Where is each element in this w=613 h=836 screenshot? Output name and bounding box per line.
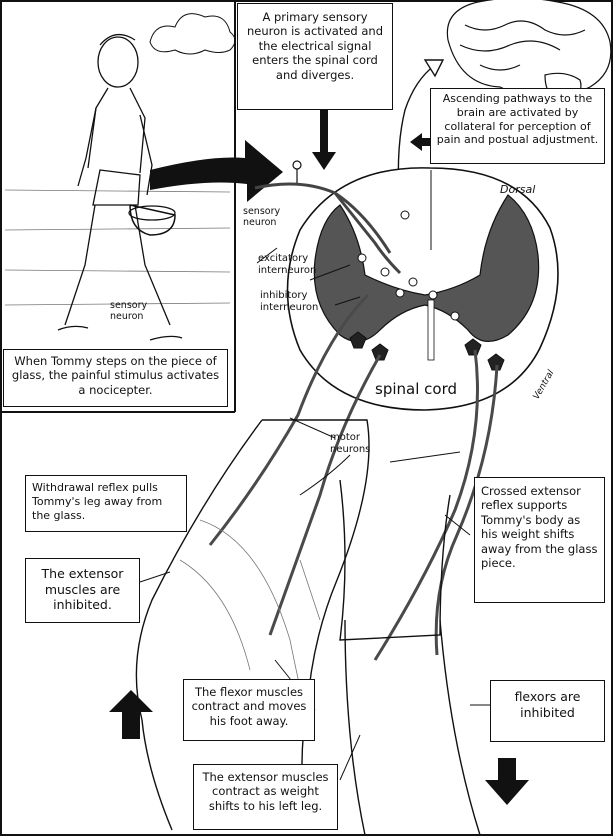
caption-nociceptor: When Tommy steps on the piece of glass, … [3, 349, 228, 407]
label-excitatory: excitatory interneuron [258, 253, 317, 276]
caption-withdrawal: Withdrawal reflex pulls Tommy's leg away… [25, 475, 187, 532]
down-arrow-primary [312, 110, 336, 170]
label-sensory-neuron-foot: sensory neuron [110, 300, 148, 323]
caption-primary-neuron: A primary sensory neuron is activated an… [237, 3, 393, 110]
up-arrow [109, 690, 153, 739]
label-inhibitory: inhibitory interneuron [260, 290, 319, 313]
ground-lines [4, 189, 231, 306]
motor-axons [208, 293, 499, 661]
caption-extensor-contract: The extensor muscles contract as weight … [193, 764, 338, 830]
large-arrow-right [150, 140, 283, 202]
sensory-ganglion [292, 160, 302, 170]
caption-ascending: Ascending pathways to the brain are acti… [430, 88, 605, 164]
label-motor-neurons: motor neurons [330, 432, 371, 455]
caption-extensor-inhibited: The extensor muscles are inhibited. [25, 558, 140, 623]
spinal-cord-section [286, 167, 559, 411]
cloud-illustration [149, 13, 236, 55]
label-dorsal: Dorsal [500, 183, 536, 196]
sensory-neuron-path [254, 182, 402, 275]
label-spinal-cord: spinal cord [375, 380, 457, 398]
caption-crossed-extensor: Crossed extensor reflex supports Tommy's… [474, 477, 605, 603]
gray-matter [313, 194, 540, 342]
small-arrow-left [410, 133, 430, 151]
caption-flexor-contract: The flexor muscles contract and moves hi… [183, 679, 315, 741]
caption-flexors-inhibited: flexors are inhibited [490, 680, 605, 742]
label-sensory-neuron-cord: sensory neuron [243, 206, 281, 229]
boy-figure [57, 33, 183, 341]
leg-illustration [135, 419, 481, 836]
interneurons [357, 210, 460, 321]
down-arrow [485, 758, 529, 805]
motor-neuron-bodies [349, 331, 505, 371]
